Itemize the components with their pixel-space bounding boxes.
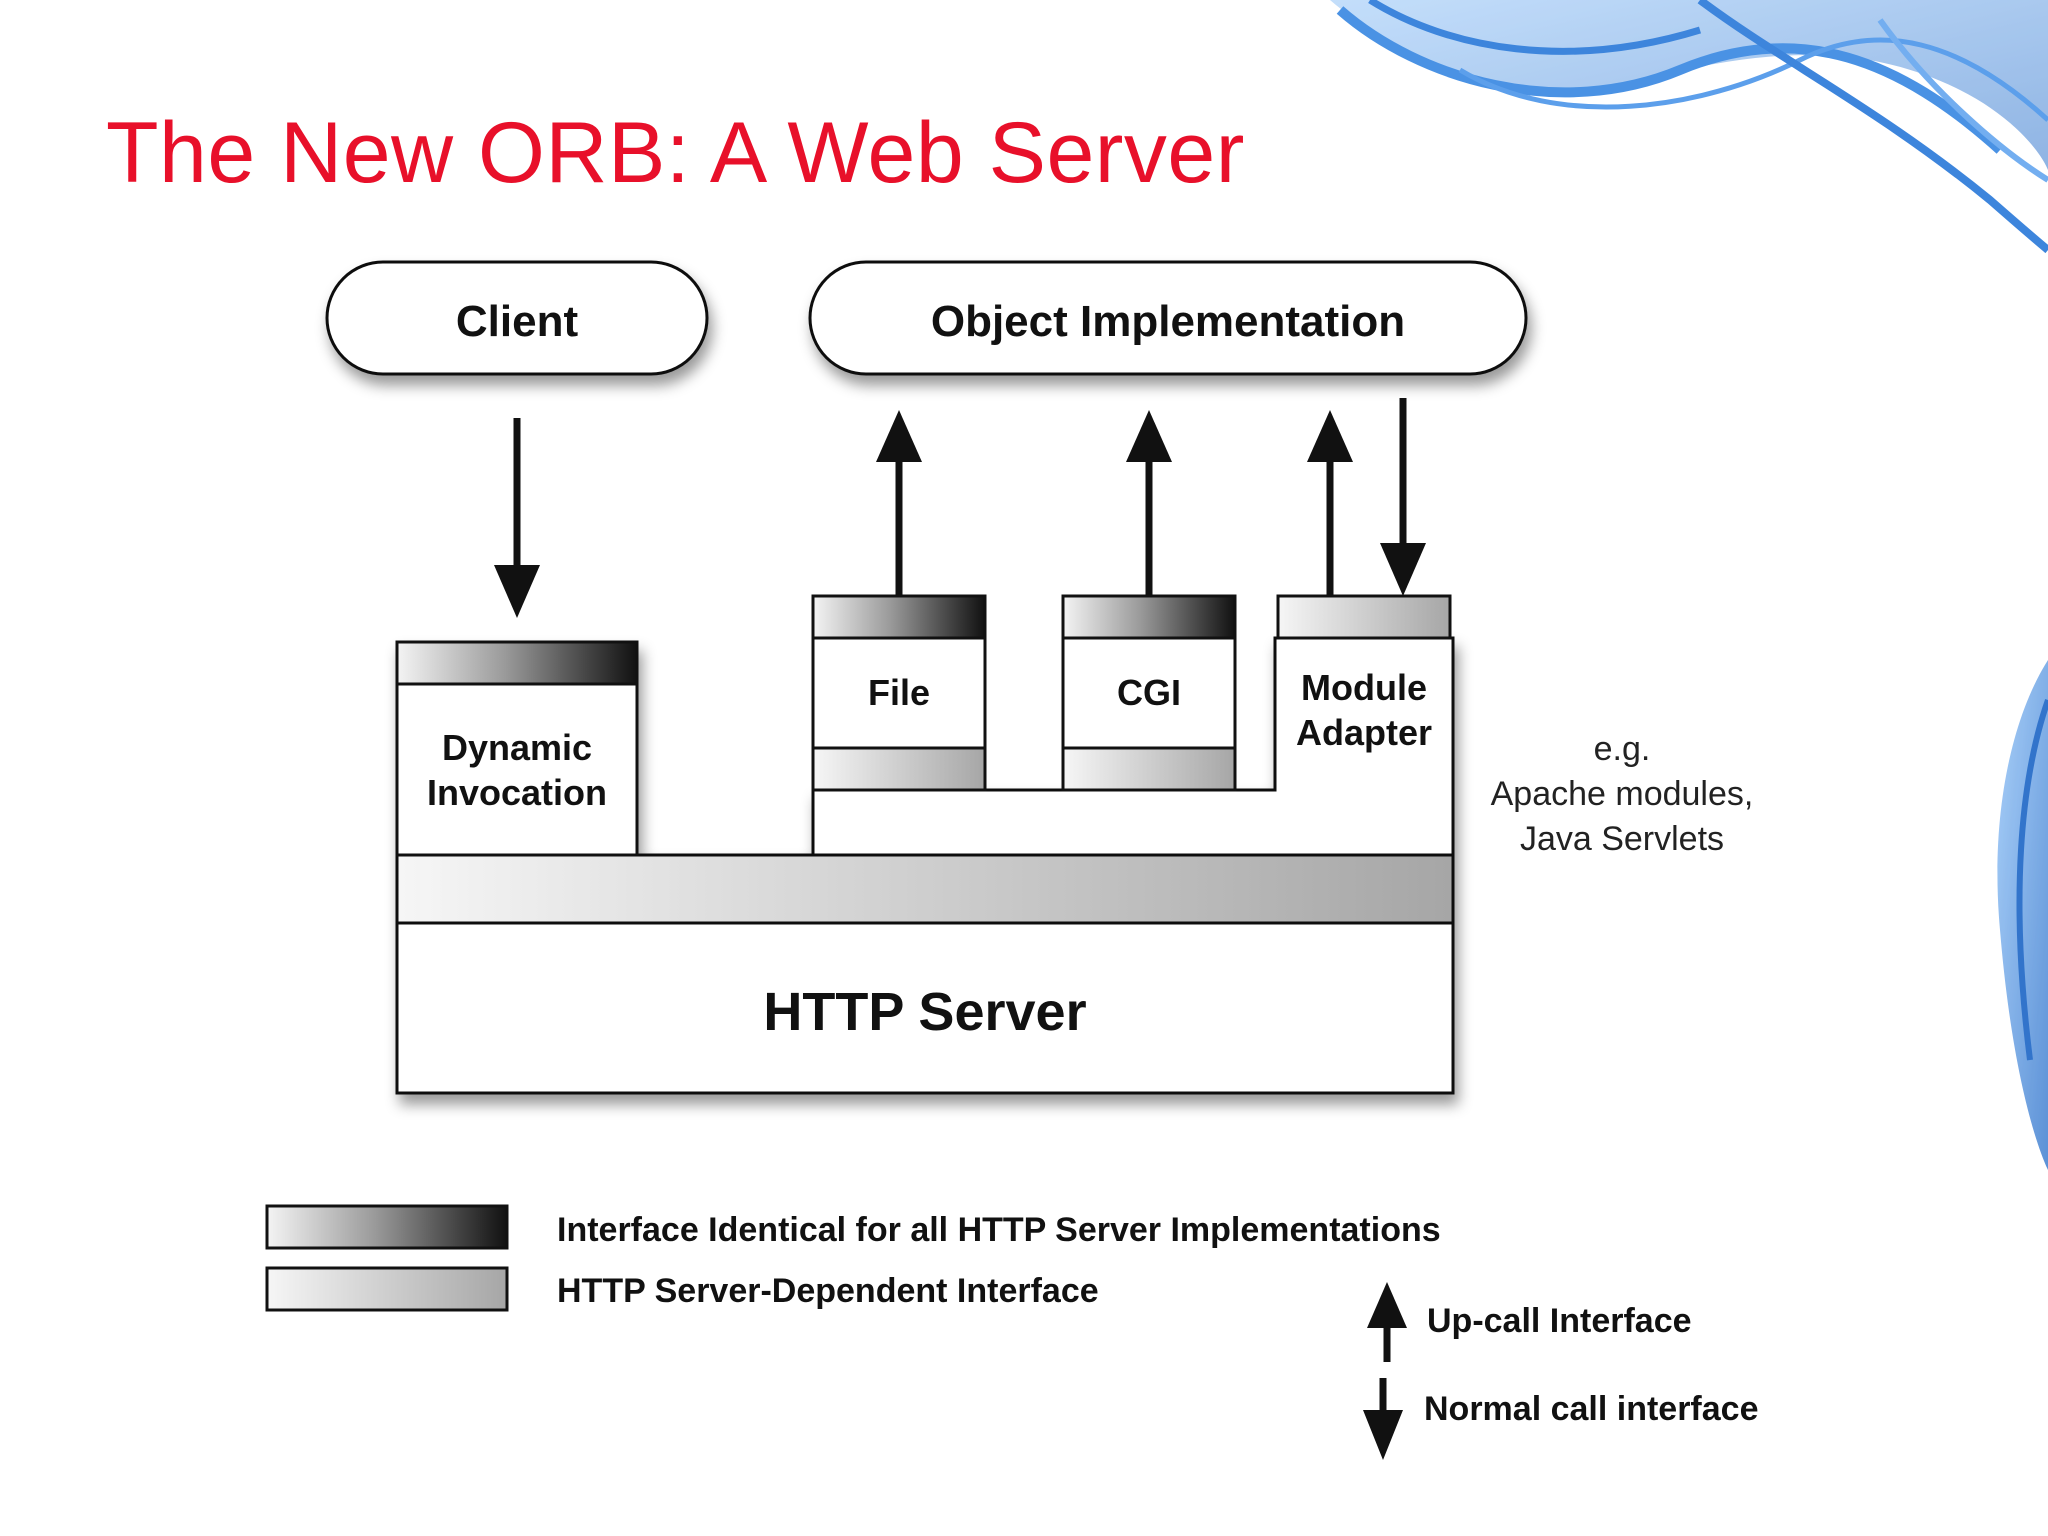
dynamic-invocation-interface-bar: [395, 640, 639, 686]
legend-dependent-swatch: [265, 1266, 509, 1312]
http-server-label: HTTP Server: [763, 982, 1086, 1042]
legend-upcall-arrow-icon: [1367, 1282, 1407, 1362]
file-upcall-arrow: [876, 410, 922, 596]
note-line2: Apache modules,: [1491, 775, 1754, 813]
client-node: [325, 260, 709, 376]
legend-normal-call-arrow-icon: [1363, 1378, 1403, 1460]
legend-dependent-label: HTTP Server-Dependent Interface: [557, 1272, 1099, 1310]
smoke-decoration: [1330, 0, 2048, 1170]
note-line3: Java Servlets: [1520, 820, 1724, 858]
object-implementation-label: Object Implementation: [931, 297, 1405, 346]
slide-title: The New ORB: A Web Server: [106, 105, 1245, 201]
legend-normal-call-label: Normal call interface: [1424, 1390, 1758, 1428]
file-label: File: [868, 672, 930, 713]
client-to-dynamic-invocation-arrow: [494, 418, 540, 618]
legend-upcall-label: Up-call Interface: [1427, 1302, 1692, 1340]
dynamic-invocation-label-line1: Dynamic: [442, 727, 592, 768]
cgi-label: CGI: [1117, 672, 1181, 713]
legend-identical-swatch: [265, 1204, 509, 1250]
module-adapter-label-line2: Adapter: [1296, 712, 1432, 753]
object-implementation-node: [808, 260, 1528, 376]
file-box: [811, 636, 987, 750]
module-adapter-dependent-bar: [1276, 594, 1452, 640]
module-adapter-upcall-arrow: [1307, 410, 1353, 596]
cgi-dependent-bar: [1061, 746, 1237, 792]
cgi-interface-bar: [1061, 594, 1237, 640]
file-dependent-bar: [811, 746, 987, 792]
module-adapter-label-line1: Module: [1301, 667, 1427, 708]
note-line1: e.g.: [1594, 730, 1651, 768]
file-interface-bar: [811, 594, 987, 640]
legend-identical-label: Interface Identical for all HTTP Server …: [557, 1211, 1441, 1249]
dynamic-invocation-label-line2: Invocation: [427, 772, 607, 813]
dynamic-invocation-box: [395, 682, 639, 857]
module-adapter-normal-call-arrow: [1380, 398, 1426, 596]
client-label: Client: [456, 297, 579, 346]
cgi-upcall-arrow: [1126, 410, 1172, 596]
